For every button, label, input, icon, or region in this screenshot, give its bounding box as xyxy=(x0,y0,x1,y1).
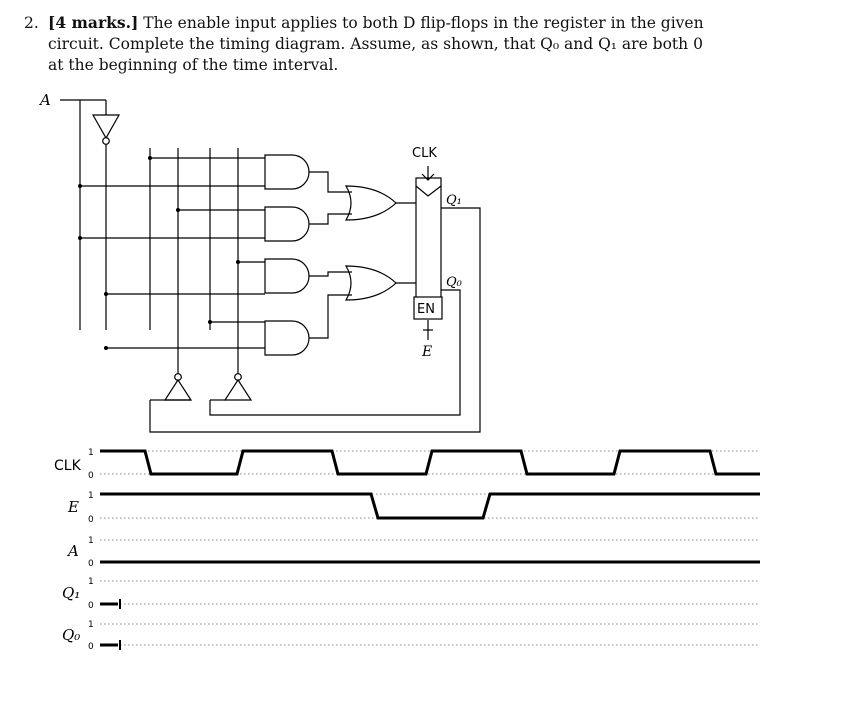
e-label: E xyxy=(421,344,432,360)
timing-clk-label: CLK xyxy=(54,458,82,474)
q0-label: Q₀ xyxy=(446,275,463,290)
e-tick-1: 1 xyxy=(88,491,94,501)
and-gate-4-icon xyxy=(264,320,310,356)
and-gate-2-icon xyxy=(264,206,310,242)
e-waveform xyxy=(100,492,760,520)
timing-diagram: CLK E A Q₁ Q₀ 1 0 1 0 1 0 1 0 1 0 xyxy=(54,448,760,652)
inverter-q1-icon xyxy=(163,378,193,401)
question-line-3: at the beginning of the time interval. xyxy=(48,56,339,74)
timing-a-label: A xyxy=(66,542,79,560)
question-number: 2. xyxy=(24,14,39,32)
clk-label: CLK xyxy=(412,146,437,161)
timing-e-label: E xyxy=(67,498,79,516)
input-a-label: A xyxy=(38,91,51,109)
clk-tick-0: 0 xyxy=(88,471,94,481)
circuit-diagram xyxy=(60,99,481,433)
q0-tick-0: 0 xyxy=(88,642,94,652)
clk-tick-1: 1 xyxy=(88,448,94,458)
clk-waveform xyxy=(100,449,760,476)
timing-q0-label: Q₀ xyxy=(62,626,80,644)
a-tick-0: 0 xyxy=(88,559,94,569)
question-marks: [4 marks.] xyxy=(48,13,139,32)
question-line-2: circuit. Complete the timing diagram. As… xyxy=(48,35,703,53)
inverter-q0-icon xyxy=(223,378,253,401)
timing-q1-label: Q₁ xyxy=(62,584,80,602)
q1-label: Q₁ xyxy=(446,193,462,208)
question-text: 2. [4 marks.] The enable input applies to… xyxy=(24,12,824,76)
question-line-1: The enable input applies to both D flip-… xyxy=(143,14,704,32)
or-gate-2-icon xyxy=(344,265,397,301)
q0-tick-1: 1 xyxy=(88,620,94,630)
a-tick-1: 1 xyxy=(88,536,94,546)
inverter-a-icon xyxy=(91,114,121,140)
e-tick-0: 0 xyxy=(88,515,94,525)
and-gate-3-icon xyxy=(264,258,310,294)
and-gate-1-icon xyxy=(264,154,310,190)
q1-tick-1: 1 xyxy=(88,577,94,587)
q1-tick-0: 0 xyxy=(88,601,94,611)
or-gate-1-icon xyxy=(344,185,397,221)
en-label: EN xyxy=(417,302,435,317)
